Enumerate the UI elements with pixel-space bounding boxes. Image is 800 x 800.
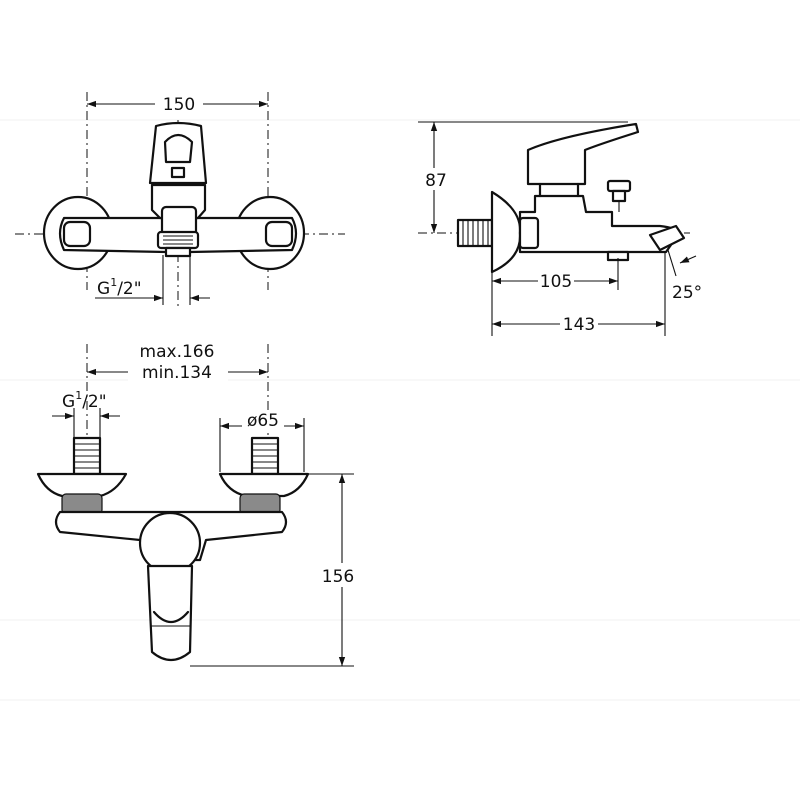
- front-view: 150 G1/2": [15, 92, 345, 310]
- bottom-flange-diameter-label: ø65: [247, 411, 279, 431]
- side-angle-label: 25°: [672, 283, 702, 303]
- bottom-thread-label: G1/2": [62, 389, 107, 412]
- front-width-label: 150: [163, 95, 195, 115]
- side-height-label: 87: [425, 171, 447, 191]
- bottom-distance-min-label: min.134: [142, 363, 212, 383]
- bottom-height-label: 156: [322, 567, 354, 587]
- side-reach-inner-label: 105: [540, 272, 572, 292]
- side-view: 87 105 143: [418, 121, 702, 336]
- side-reach-total-label: 143: [563, 315, 595, 335]
- background-ghost-lines: [0, 119, 800, 701]
- top-view: max.166 min.134 G1/2" ø65: [36, 340, 358, 667]
- front-thread-label: G1/2": [97, 276, 142, 299]
- bottom-distance-max-label: max.166: [140, 342, 215, 362]
